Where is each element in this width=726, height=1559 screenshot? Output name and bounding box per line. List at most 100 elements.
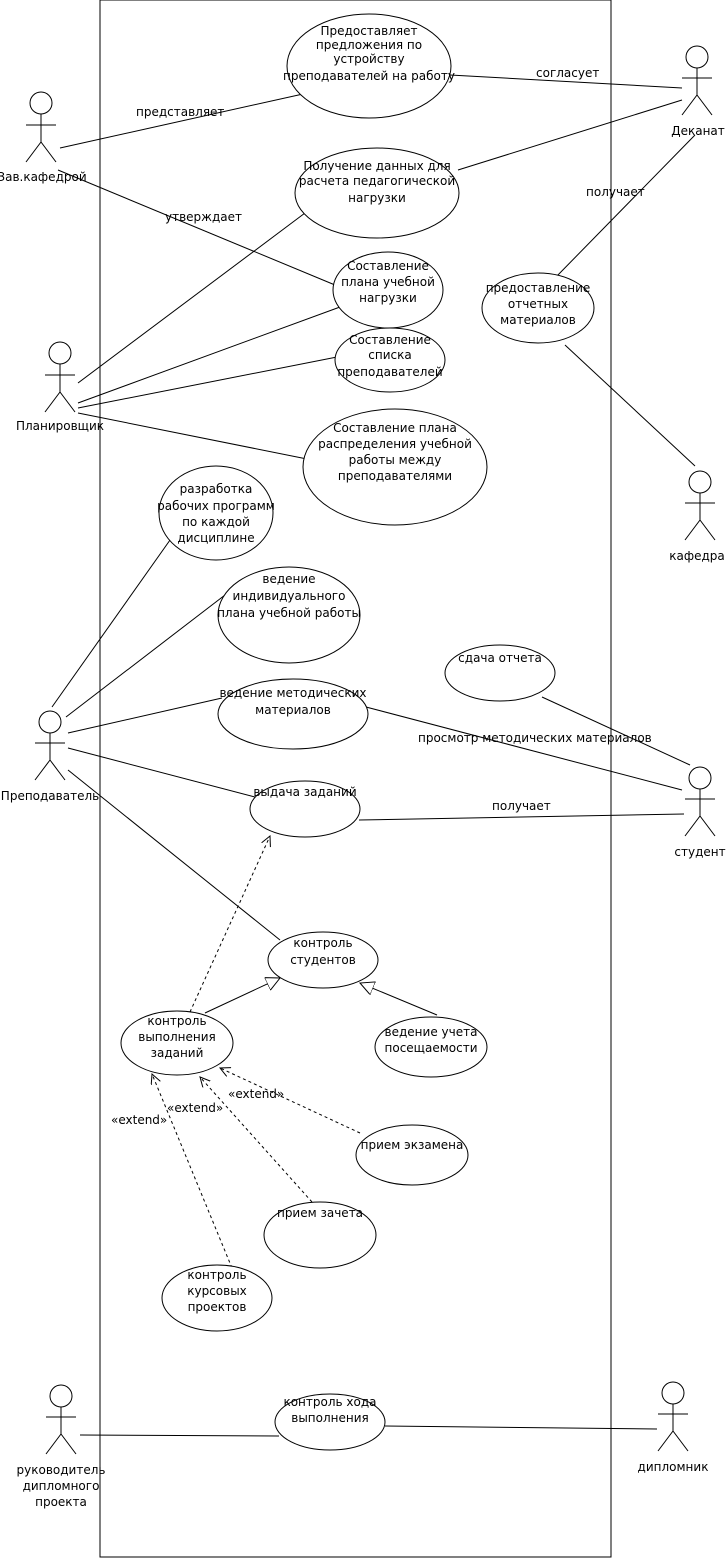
uc-poluchenie-dannyh: Получение данных для расчета педагогичес… (294, 147, 460, 239)
uc-vydacha-zadaniy: выдача заданий (249, 780, 361, 838)
svg-text:студент: студент (674, 845, 725, 859)
svg-text:работы между: работы между (349, 453, 442, 467)
assoc-zav-uc3 (57, 169, 336, 286)
svg-text:нагрузки: нагрузки (348, 191, 406, 205)
svg-text:Предоставляет: Предоставляет (321, 24, 418, 38)
assoc-uc10-student (541, 696, 691, 766)
actor-rukovoditel: руководитель дипломного проекта (17, 1384, 106, 1509)
svg-text:прием зачета: прием зачета (277, 1206, 363, 1220)
label-extend-2: «extend» (167, 1101, 223, 1115)
assoc-planner-uc5 (77, 412, 308, 460)
label-prosmotr: просмотр методических материалов (418, 731, 652, 745)
label-predstavlyaet: представляет (136, 105, 224, 119)
svg-text:плана учебной: плана учебной (341, 275, 435, 289)
association-labels: представляет согласует получает утвержда… (111, 66, 652, 1127)
svg-text:по каждой: по каждой (182, 515, 250, 529)
uc-plan-raspredeleniya: Составление плана распределения учебной … (302, 408, 488, 526)
dep-uc17-uc13 (152, 1074, 233, 1269)
svg-text:студентов: студентов (290, 953, 356, 967)
svg-text:преподавателей на работу: преподавателей на работу (283, 69, 455, 83)
assoc-teacher-uc8 (65, 594, 226, 718)
label-soglasuet: согласует (536, 66, 599, 80)
svg-text:материалов: материалов (255, 703, 331, 717)
gen-uc14-uc12 (360, 983, 438, 1016)
uc-sdacha-otcheta: сдача отчета (444, 644, 556, 702)
svg-text:отчетных: отчетных (508, 297, 568, 311)
generalizations (204, 978, 438, 1016)
actors: Зав.кафедрой Деканат Планировщик кафедра (0, 45, 726, 1509)
svg-text:выполнения: выполнения (291, 1411, 369, 1425)
actor-prepodavatel: Преподаватель (1, 710, 99, 803)
assoc-uc2-dekanat (457, 99, 683, 171)
label-extend-3: «extend» (111, 1113, 167, 1127)
assoc-planner-uc4 (77, 356, 338, 409)
svg-text:сдача отчета: сдача отчета (458, 651, 542, 665)
svg-text:разработка: разработка (180, 482, 253, 496)
svg-text:кафедра: кафедра (669, 549, 725, 563)
assoc-uc9-student (365, 706, 683, 791)
dependencies (152, 836, 361, 1269)
uc-metodicheskie-materialy: ведение методических материалов (217, 678, 369, 750)
svg-text:преподавателями: преподавателями (338, 469, 452, 483)
svg-text:индивидуального: индивидуального (233, 589, 346, 603)
uc-otchetnye-materialy: предоставление отчетных материалов (481, 272, 595, 344)
svg-text:дисциплине: дисциплине (177, 531, 254, 545)
use-cases: Предоставляет предложения по устройству … (120, 13, 595, 1451)
uc-spisok-prepodavateley: Составление списка преподавателей (334, 327, 446, 393)
uc-kursovye-proekty: контроль курсовых проектов (161, 1264, 273, 1332)
svg-text:контроль хода: контроль хода (283, 1395, 376, 1409)
uc-kontrol-hoda: контроль хода выполнения (274, 1393, 386, 1451)
svg-text:устройству: устройству (333, 52, 404, 66)
uc-plan-uchebnoy-nagruzki: Составление плана учебной нагрузки (332, 251, 444, 329)
svg-text:Деканат: Деканат (671, 124, 725, 138)
svg-text:выдача заданий: выдача заданий (253, 785, 356, 799)
assoc-zav-uc1 (59, 93, 304, 149)
svg-text:Составление плана: Составление плана (333, 421, 457, 435)
svg-text:материалов: материалов (500, 313, 576, 327)
actor-dekanat: Деканат (671, 45, 725, 138)
assoc-teacher-uc9 (67, 697, 223, 734)
label-poluchaet-dekanat: получает (586, 185, 645, 199)
svg-text:плана учебной работы: плана учебной работы (217, 606, 361, 620)
uc-individualny-plan: ведение индивидуального плана учебной ра… (217, 566, 361, 664)
svg-text:дипломник: дипломник (638, 1460, 709, 1474)
label-poluchaet-student: получает (492, 799, 551, 813)
svg-text:списка: списка (368, 348, 411, 362)
dep-uc15-uc13 (220, 1068, 361, 1134)
uc-priem-zacheta: прием зачета (263, 1201, 377, 1269)
dep-uc16-uc13 (200, 1077, 313, 1203)
svg-text:посещаемости: посещаемости (385, 1041, 478, 1055)
assoc-supervisor-uc18 (79, 1434, 280, 1437)
uc-kontrol-vypolneniya-zadaniy: контроль выполнения заданий (120, 1010, 234, 1076)
actor-planirovschik: Планировщик (16, 341, 104, 433)
actor-kafedra: кафедра (669, 470, 725, 563)
svg-text:выполнения: выполнения (138, 1030, 216, 1044)
svg-text:Получение данных для: Получение данных для (303, 159, 450, 173)
assoc-dekanat-uc6 (554, 134, 696, 279)
svg-text:ведение методических: ведение методических (219, 686, 366, 700)
svg-text:заданий: заданий (151, 1046, 204, 1060)
svg-text:проектов: проектов (188, 1300, 247, 1314)
svg-text:преподавателей: преподавателей (337, 365, 442, 379)
dep-uc13-uc11 (189, 836, 270, 1013)
svg-text:руководитель: руководитель (17, 1463, 106, 1477)
svg-text:контроль: контроль (187, 1268, 246, 1282)
gen-uc13-uc12 (204, 978, 280, 1014)
label-extend-1: «extend» (228, 1087, 284, 1101)
svg-text:Составление: Составление (349, 333, 431, 347)
svg-text:ведение: ведение (262, 572, 315, 586)
assoc-planner-uc2 (77, 212, 306, 384)
actor-student: студент (674, 766, 726, 859)
svg-text:рабочих программ: рабочих программ (157, 499, 275, 513)
svg-text:проекта: проекта (35, 1495, 87, 1509)
svg-text:предложения по: предложения по (316, 38, 422, 52)
svg-text:контроль: контроль (293, 936, 352, 950)
svg-text:распределения учебной: распределения учебной (318, 437, 472, 451)
label-utverzhdaet: утверждает (165, 210, 242, 224)
assoc-teacher-uc12 (67, 769, 281, 941)
svg-text:расчета педагогической: расчета педагогической (299, 174, 455, 188)
svg-text:прием экзамена: прием экзамена (361, 1138, 464, 1152)
system-boundary (99, 0, 612, 1558)
associations (51, 74, 696, 1437)
